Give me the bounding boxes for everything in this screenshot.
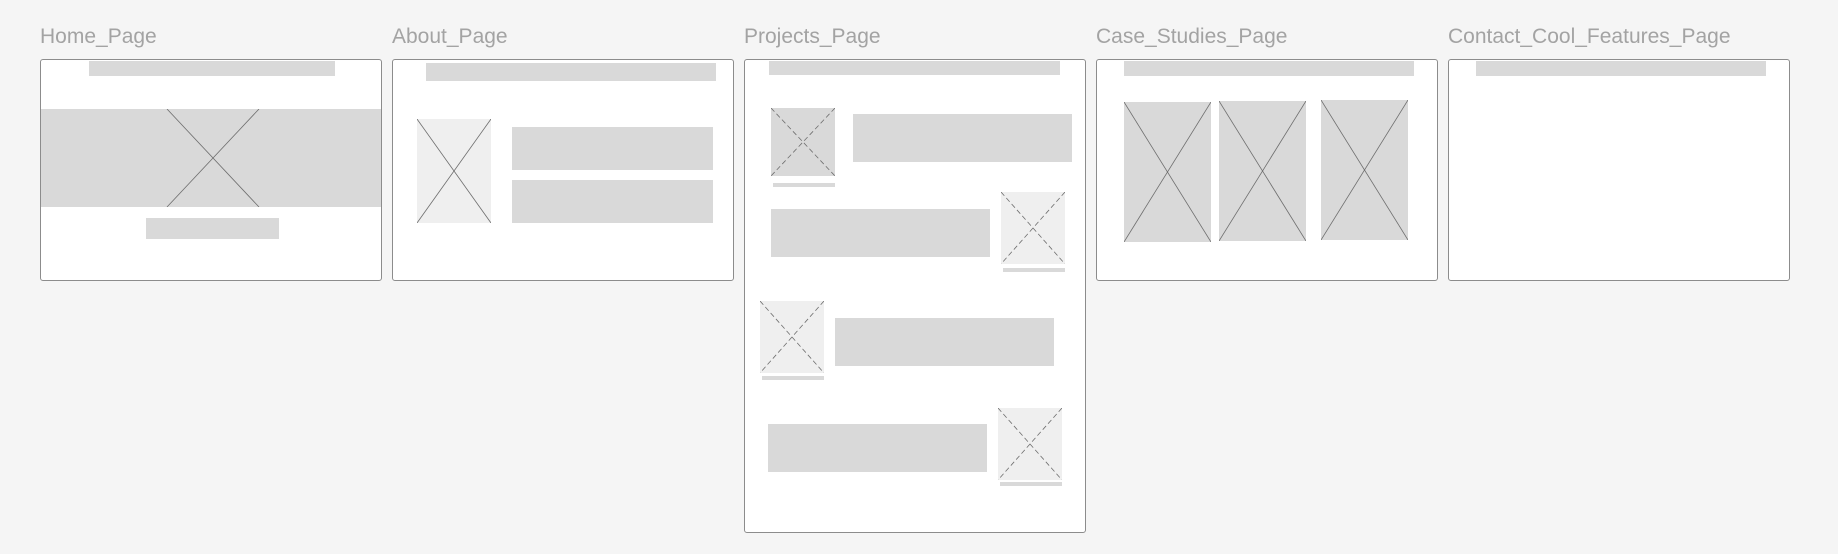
project-4-caption [1000,482,1062,486]
project-1-text [853,114,1072,162]
case-study-1-image-placeholder [1124,102,1211,242]
image-placeholder-icon [771,108,835,176]
projects-page-label: Projects_Page [744,25,881,48]
case-studies-page-frame[interactable] [1096,59,1438,281]
projects-page-frame[interactable] [744,59,1086,533]
case-studies-page-label: Case_Studies_Page [1096,25,1288,48]
header-bar [769,61,1060,75]
image-placeholder-icon [998,408,1062,480]
hero-image-placeholder [41,109,381,207]
text-block-1 [512,127,713,170]
header-bar [1124,61,1414,76]
project-2-caption [1003,268,1065,272]
project-2-image-placeholder [1001,192,1065,264]
project-3-text [835,318,1054,366]
project-4-image-placeholder [998,408,1062,480]
text-block-2 [512,180,713,223]
image-placeholder-icon [166,109,260,207]
home-page-label: Home_Page [40,25,157,48]
image-placeholder-icon [1001,192,1065,264]
header-bar [1476,61,1766,76]
project-1-image-placeholder [771,108,835,176]
project-4-text [768,424,987,472]
project-3-image-placeholder [760,301,824,373]
project-1-caption [773,183,835,187]
case-study-2-image-placeholder [1219,101,1306,241]
image-placeholder-icon [417,119,491,223]
header-bar [426,63,716,81]
case-study-3-image-placeholder [1321,100,1408,240]
home-page-frame[interactable] [40,59,382,281]
about-page-label: About_Page [392,25,508,48]
button-bar [146,218,279,239]
contact-cool-features-page-label: Contact_Cool_Features_Page [1448,25,1731,48]
image-placeholder-icon [1124,102,1211,242]
about-page-frame[interactable] [392,59,734,281]
image-placeholder-icon [760,301,824,373]
project-3-caption [762,376,824,380]
image-placeholder-icon [1219,101,1306,241]
portrait-image-placeholder [417,119,491,223]
project-2-text [771,209,990,257]
image-placeholder-icon [1321,100,1408,240]
contact-cool-features-page-frame[interactable] [1448,59,1790,281]
header-bar [89,61,335,76]
